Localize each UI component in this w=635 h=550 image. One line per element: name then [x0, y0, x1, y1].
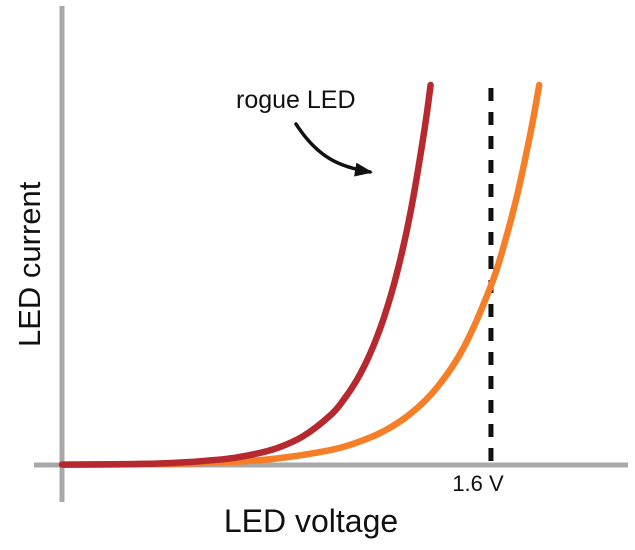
rogue-led-annotation: rogue LED	[236, 86, 356, 114]
x-axis-label: LED voltage	[223, 503, 399, 539]
threshold-voltage-label: 1.6 V	[452, 471, 504, 496]
curve-rogue-led	[58, 81, 434, 468]
y-axis-label: LED current	[12, 181, 47, 347]
rogue-led-arrow	[294, 122, 373, 177]
curve-1	[58, 81, 543, 468]
